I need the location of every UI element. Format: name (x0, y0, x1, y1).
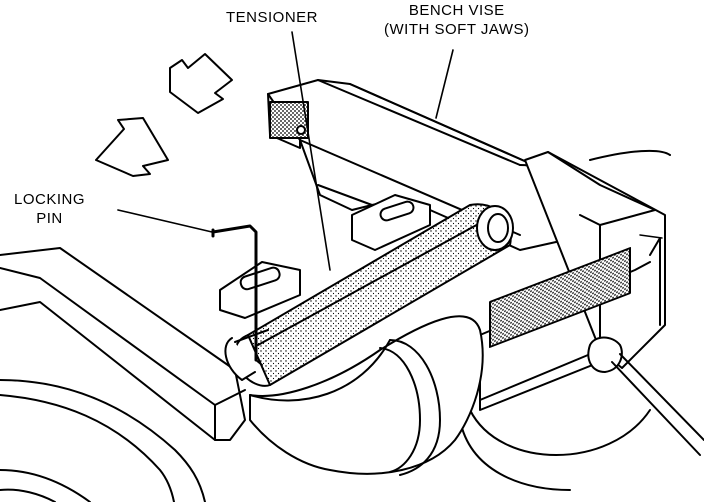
slot-lower (239, 266, 281, 291)
double-arrow-icon (95, 53, 233, 177)
fixture-base (0, 247, 246, 502)
lower-soft-jaw (489, 247, 631, 348)
bench-vise-label: BENCH VISE (WITH SOFT JAWS) (384, 1, 529, 39)
workpiece-shaft (249, 315, 484, 476)
jaw-screw (296, 125, 306, 135)
locking-pin-text-line1: LOCKING (14, 191, 86, 208)
tensioner-text: TENSIONER (226, 9, 319, 26)
leader-lines (117, 31, 454, 271)
leader-locking-pin (117, 209, 213, 233)
locking-pin (211, 224, 263, 366)
slot-left (379, 200, 415, 222)
arrow-up-left (169, 53, 233, 114)
arrow-down-right (95, 117, 169, 177)
bench-vise-text-line1: BENCH VISE (408, 2, 505, 19)
leader-tensioner (291, 31, 331, 271)
locking-pin-text-line2: PIN (36, 210, 63, 227)
bench-vise-text-line2: (WITH SOFT JAWS) (384, 21, 530, 38)
locking-pin-label: LOCKING PIN (14, 190, 85, 228)
tensioner-tool (224, 203, 514, 387)
leader-bench-vise (435, 49, 454, 119)
tensioner-label: TENSIONER (226, 8, 318, 27)
